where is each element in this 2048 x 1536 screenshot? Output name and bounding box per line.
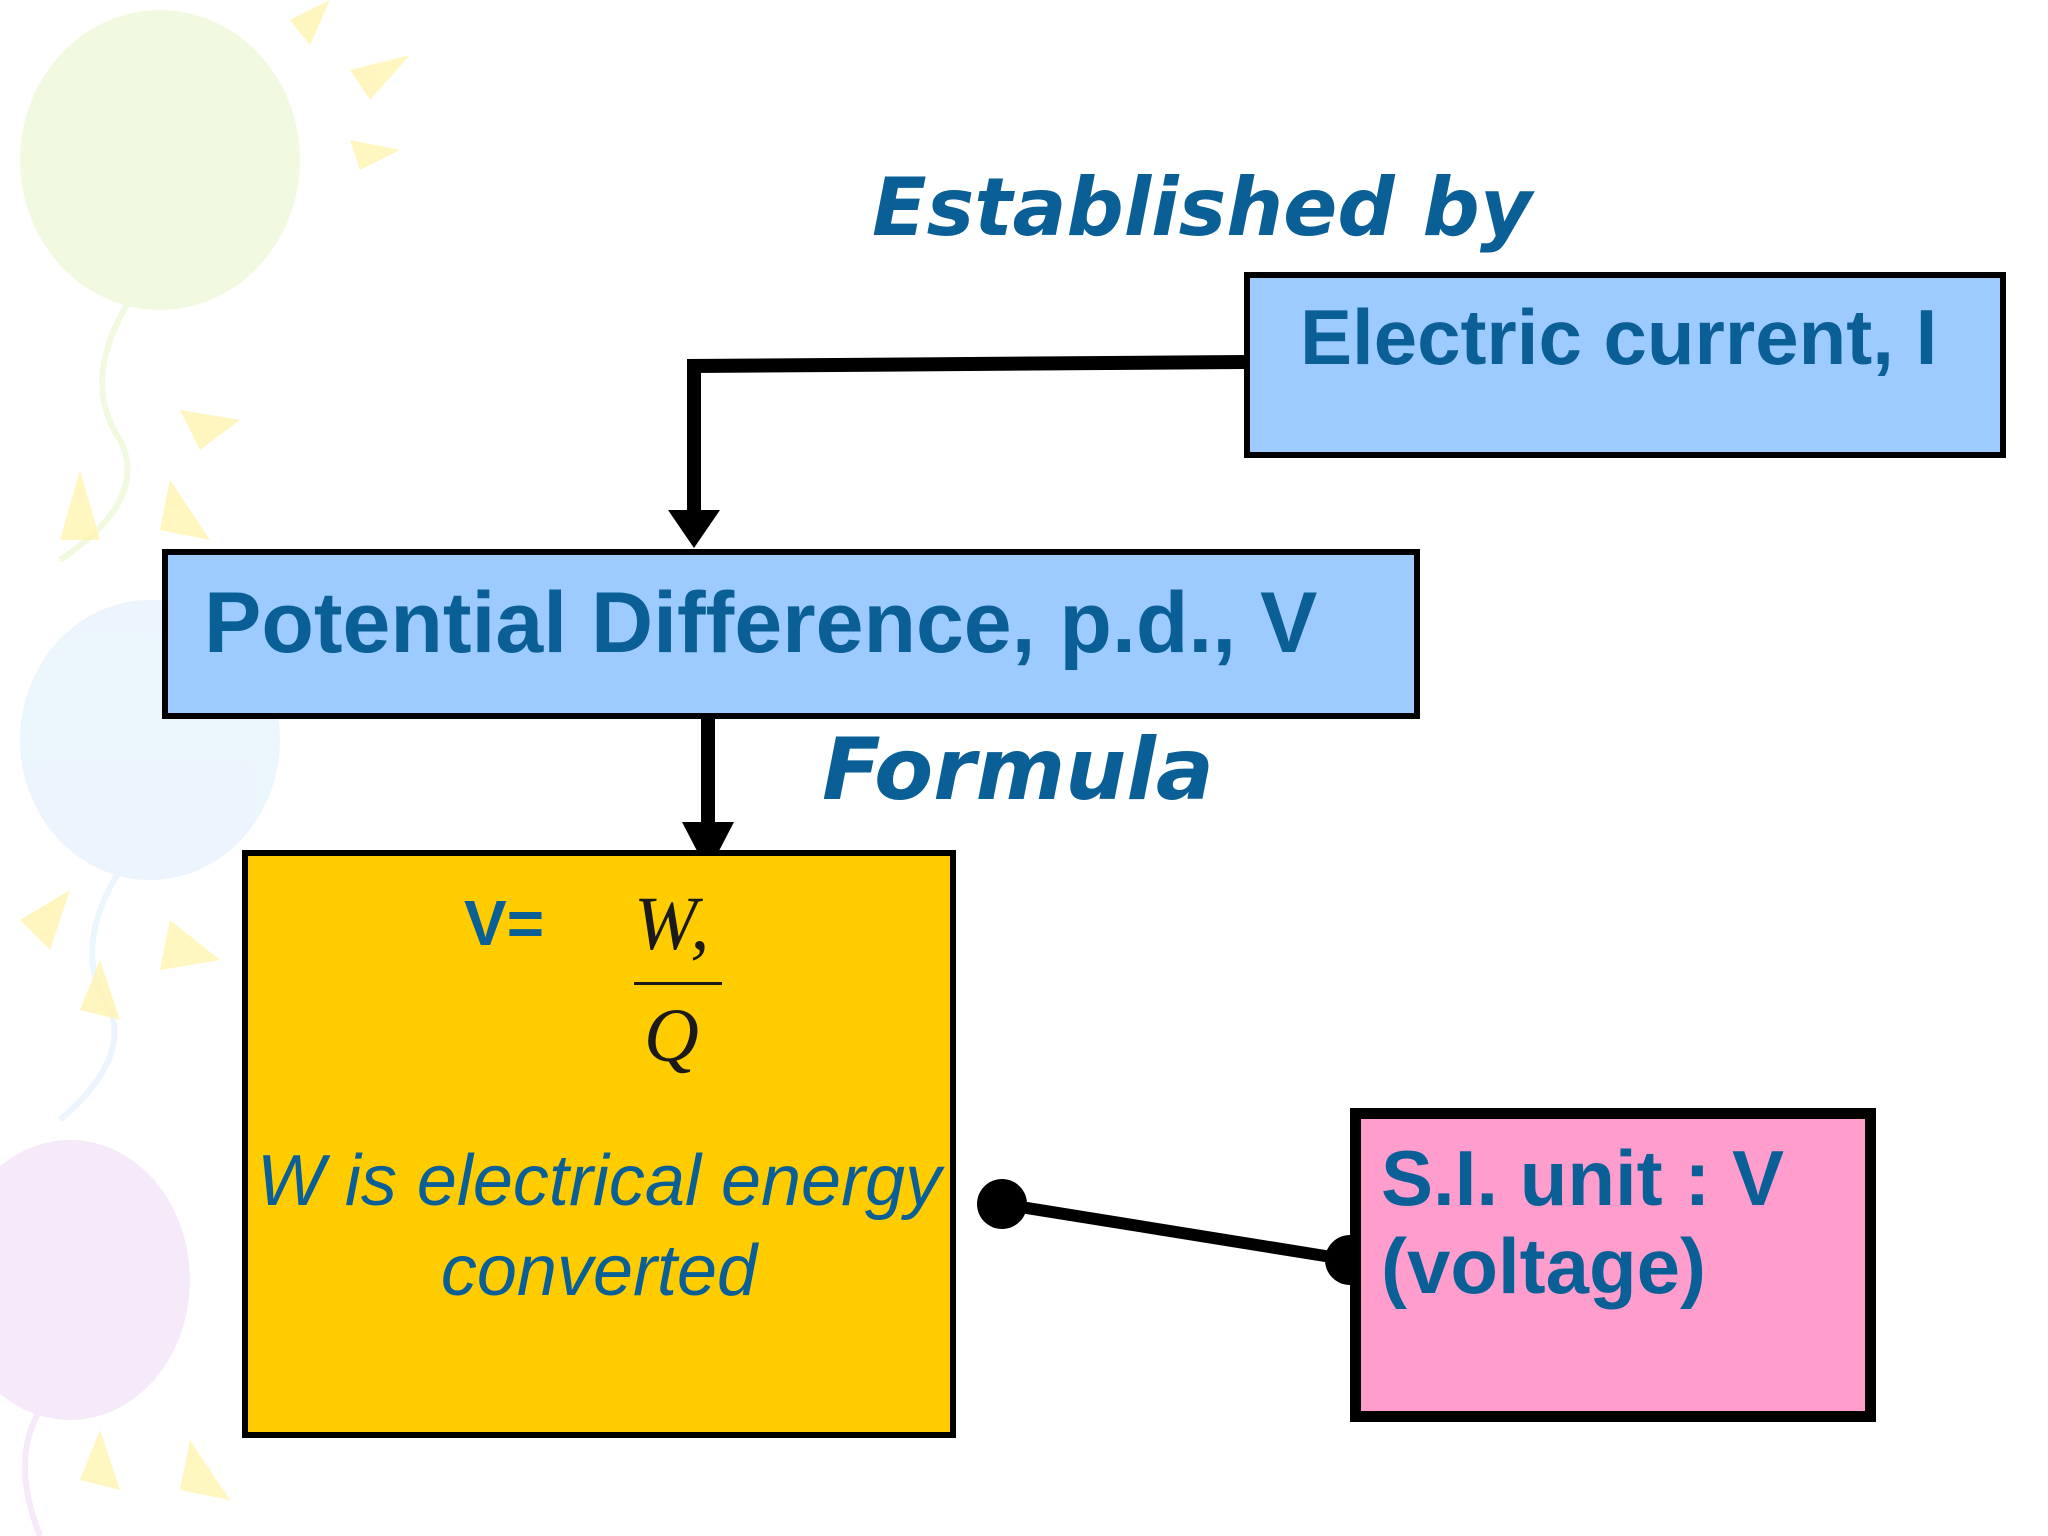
formula-lhs: V= <box>464 887 545 959</box>
formula-box: V= W, Q W is electrical energy converted <box>242 850 956 1438</box>
balloon-decoration <box>0 0 410 1536</box>
connector-current-to-pd <box>687 355 1245 520</box>
sparkle <box>160 480 210 540</box>
sparkle <box>290 0 330 45</box>
si-unit-line-2: (voltage) <box>1381 1222 1707 1311</box>
sparkle <box>180 1440 230 1500</box>
sparkle <box>20 890 70 950</box>
established-by-label: Established by <box>872 160 1532 256</box>
formula-numerator: W, <box>634 882 710 966</box>
sparkle <box>80 960 120 1020</box>
connector-formula-to-unit <box>1001 1198 1351 1266</box>
sparkle <box>180 410 240 450</box>
sparkle <box>60 470 100 540</box>
fraction-bar <box>634 982 722 985</box>
balloon-string <box>58 298 133 563</box>
arrowhead-down <box>668 510 720 548</box>
arrowhead-down <box>682 822 734 872</box>
formula-label: Formula <box>822 727 1214 813</box>
electric-current-text: Electric current, I <box>1300 293 1938 381</box>
balloon-green <box>20 10 300 310</box>
formula-description: W is electrical energy converted <box>256 1141 942 1311</box>
sparkle <box>350 140 400 170</box>
si-unit-line-1: S.I. unit : V <box>1381 1134 1784 1222</box>
sparkle <box>160 920 220 970</box>
formula-denominator: Q <box>644 994 699 1078</box>
si-unit-box: S.I. unit : V (voltage) <box>1350 1108 1876 1422</box>
balloon-string <box>22 1408 43 1536</box>
formula-label-text: Formula <box>822 720 1214 820</box>
potential-difference-text: Potential Difference, p.d., V <box>204 575 1318 671</box>
sparkle <box>350 55 410 100</box>
potential-difference-box: Potential Difference, p.d., V <box>162 549 1420 719</box>
established-by-text: Established by <box>872 161 1532 254</box>
balloon-purple <box>0 1140 190 1420</box>
electric-current-box: Electric current, I <box>1244 272 2006 458</box>
sparkle <box>80 1430 120 1490</box>
connector-dot <box>977 1179 1027 1229</box>
